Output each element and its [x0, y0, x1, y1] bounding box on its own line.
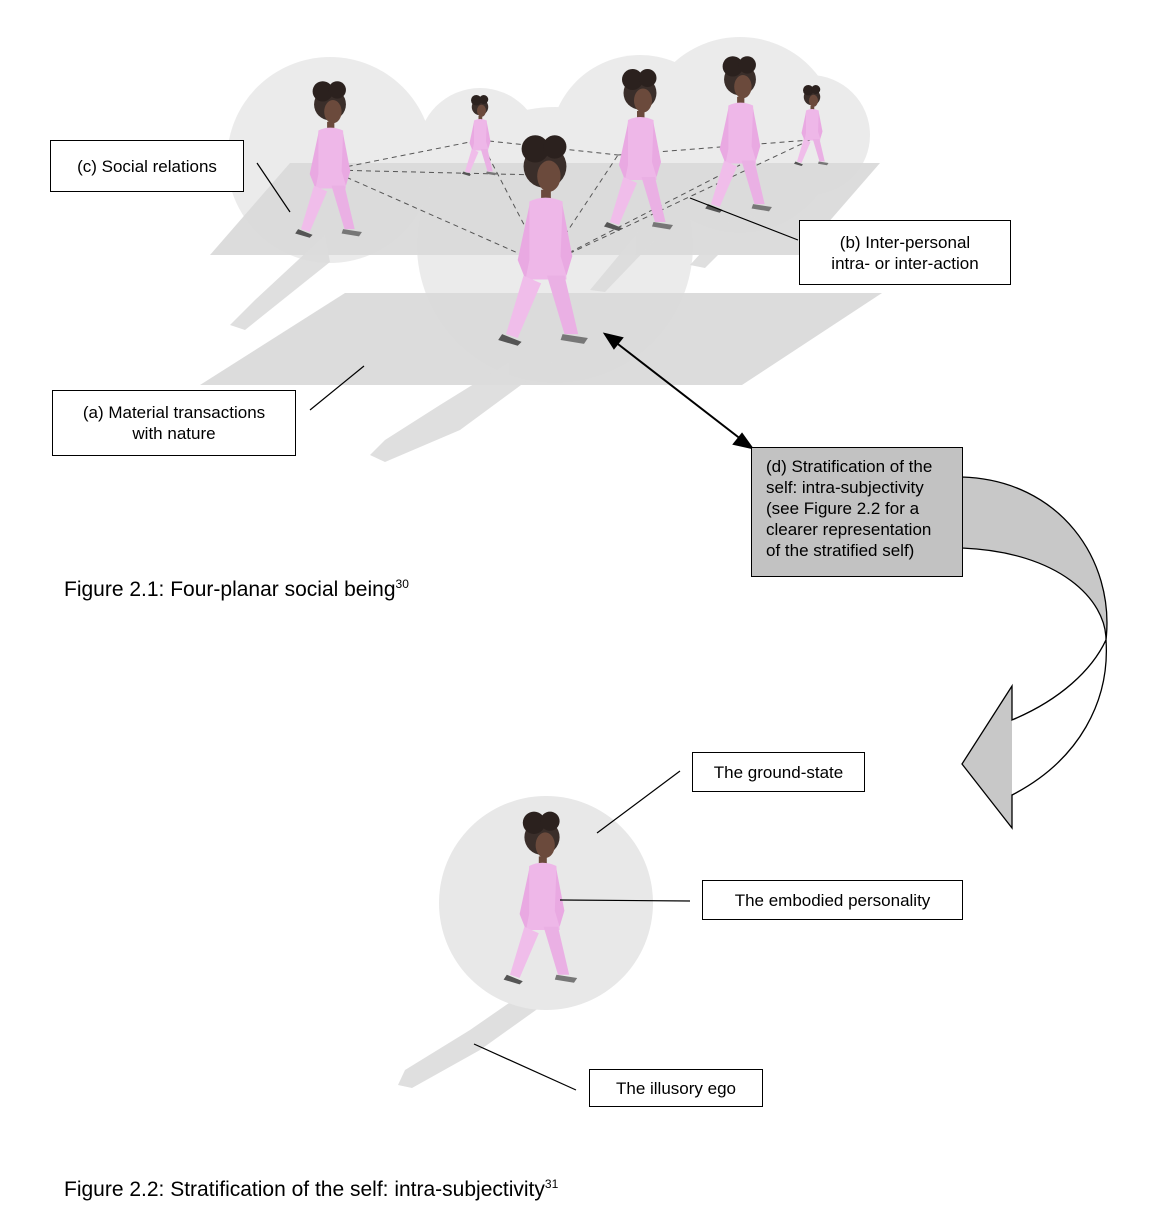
label-strat-line3: (see Figure 2.2 for a	[766, 499, 920, 518]
figure2-caption-ref: 31	[544, 1177, 559, 1191]
label-ground-state: The ground-state	[692, 752, 865, 792]
label-interpersonal-line1: (b) Inter-personal	[839, 232, 971, 252]
label-strat-line1: (d) Stratification of the	[766, 457, 933, 476]
label-embodied-personality: The embodied personality	[702, 880, 963, 920]
figure-shadows	[230, 210, 755, 1088]
figure1-caption: Figure 2.1: Four-planar social being30	[64, 578, 409, 602]
label-illusory-ego: The illusory ego	[589, 1069, 763, 1107]
leader-lines-fig2	[473, 770, 691, 1091]
label-material-line1: (a) Material transactions	[82, 403, 266, 422]
curved-block-arrow-inner	[1011, 639, 1107, 796]
label-illusory-ego-text: The illusory ego	[615, 1078, 736, 1098]
label-material-transactions: (a) Material transactions with nature	[52, 390, 296, 456]
double-arrow	[602, 332, 755, 450]
label-material-line2: with nature	[132, 424, 216, 443]
label-strat-line4: clearer representation	[766, 520, 932, 539]
figure1-caption-ref: 30	[395, 577, 409, 591]
leader-lines-fig1	[256, 162, 799, 411]
label-social-relations: (c) Social relations	[50, 140, 244, 192]
label-strat-line2: self: intra-subjectivity	[766, 478, 924, 497]
label-social-relations-text: (c) Social relations	[77, 156, 217, 176]
lower-plane	[200, 293, 882, 385]
label-embodied-personality-text: The embodied personality	[734, 890, 931, 910]
figure2-caption: Figure 2.2: Stratification of the self: …	[64, 1178, 558, 1202]
figure2-caption-text: Figure 2.2: Stratification of the self: …	[64, 1178, 545, 1201]
label-ground-state-text: The ground-state	[713, 762, 844, 782]
label-interpersonal: (b) Inter-personal intra- or inter-actio…	[799, 220, 1011, 285]
label-interpersonal-line2: intra- or inter-action	[831, 253, 979, 273]
label-stratification: (d) Stratification of the self: intra-su…	[751, 447, 963, 577]
figure1-caption-text: Figure 2.1: Four-planar social being	[64, 578, 396, 601]
label-strat-line5: of the stratified self)	[766, 541, 915, 560]
